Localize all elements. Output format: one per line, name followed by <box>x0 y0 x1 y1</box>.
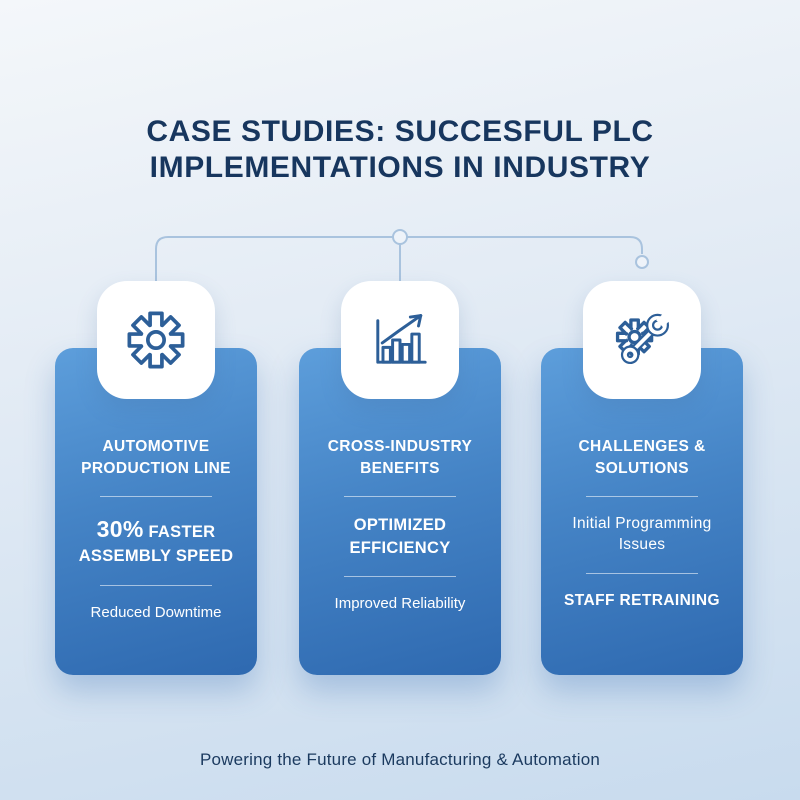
card-stat: Initial Programming Issues <box>572 515 712 554</box>
card-stat: OPTIMIZED EFFICIENCY <box>349 516 451 557</box>
card-note: STAFF RETRAINING <box>564 592 720 610</box>
card-title: AUTOMOTIVE PRODUCTION LINE <box>81 438 231 477</box>
divider <box>99 496 213 498</box>
page-title: CASE STUDIES: SUCCESFUL PLC IMPLEMENTATI… <box>146 115 654 185</box>
connector-node-right <box>635 255 649 269</box>
bar-chart-growth-icon <box>341 281 459 399</box>
divider <box>343 496 457 498</box>
gear-icon <box>97 281 215 399</box>
divider <box>585 496 699 498</box>
card-title: CHALLENGES & SOLUTIONS <box>578 438 706 477</box>
stat-emphasis: 30% <box>96 516 144 543</box>
divider <box>585 573 699 575</box>
card-automotive-production-line: AUTOMOTIVE PRODUCTION LINE 30% FASTER AS… <box>55 281 257 675</box>
divider <box>99 584 213 586</box>
card-cross-industry-benefits: CROSS-INDUSTRY BENEFITS OPTIMIZED EFFICI… <box>299 281 501 675</box>
card-title: CROSS-INDUSTRY BENEFITS <box>327 438 473 477</box>
stat-text: FASTER ASSEMBLY SPEED <box>78 523 234 566</box>
gear-wrench-icon <box>583 281 701 399</box>
footer-tagline: Powering the Future of Manufacturing & A… <box>199 750 601 769</box>
divider <box>343 575 457 577</box>
connector-node-middle <box>392 229 408 245</box>
connector-paths <box>155 236 643 286</box>
card-challenges-solutions: CHALLENGES & SOLUTIONS Initial Programmi… <box>541 281 743 675</box>
card-stat: 30% FASTER ASSEMBLY SPEED <box>71 514 241 567</box>
card-note: Reduced Downtime <box>90 603 222 621</box>
card-note: Improved Reliability <box>334 594 466 612</box>
